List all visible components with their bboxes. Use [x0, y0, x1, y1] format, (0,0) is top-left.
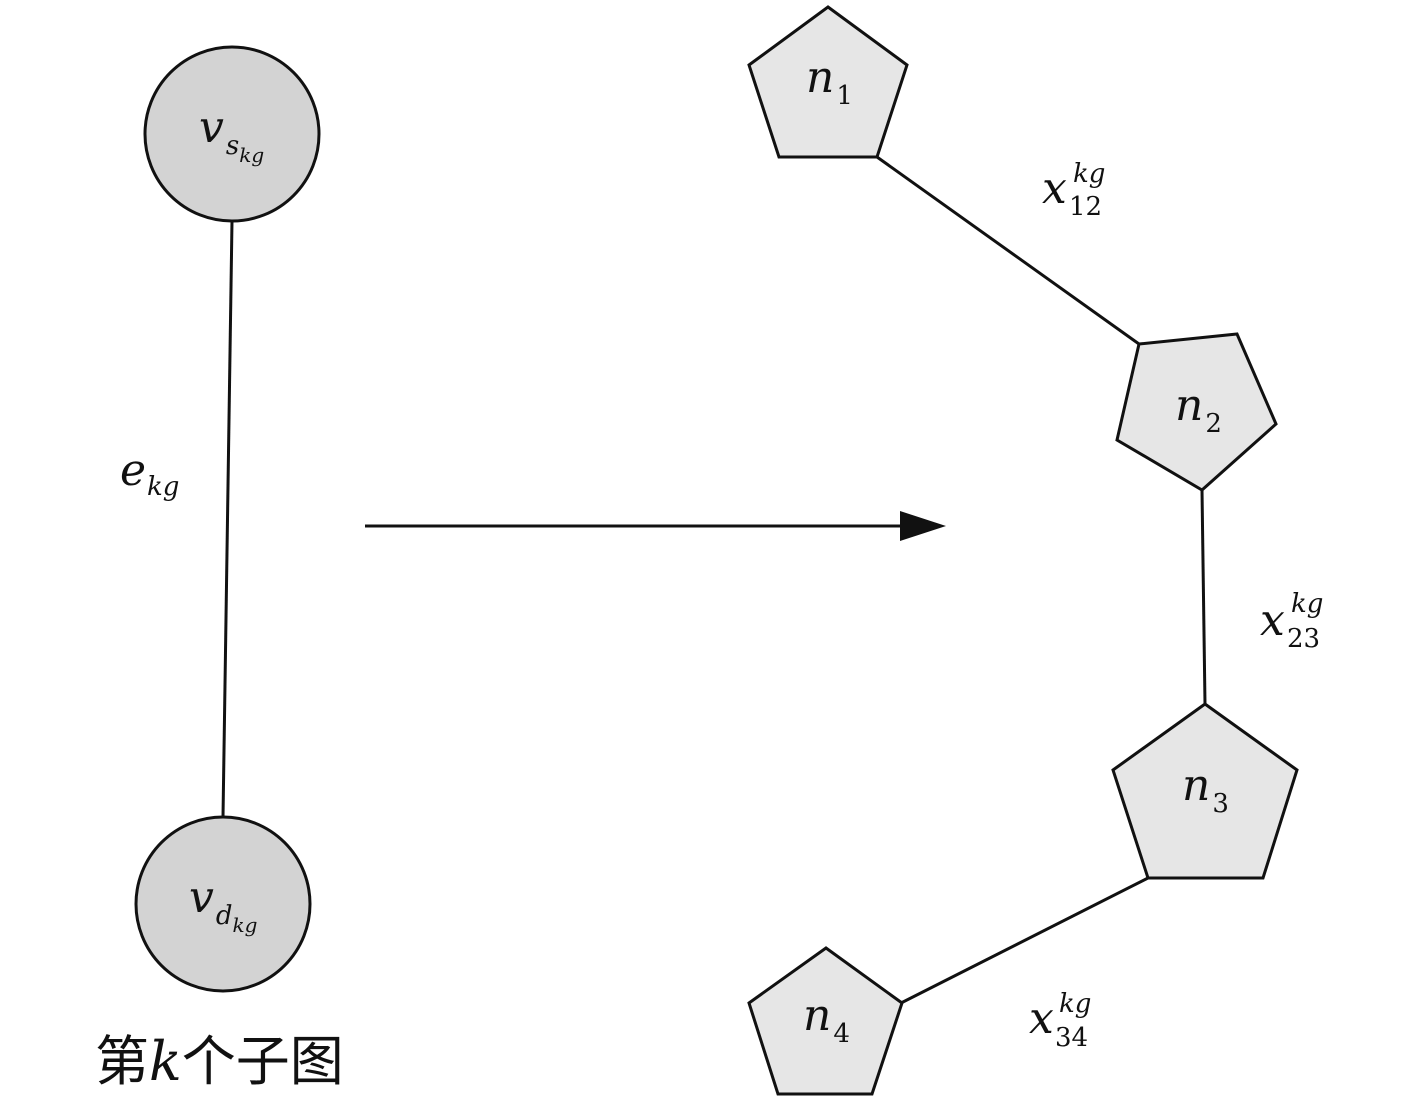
svg-text:12: 12 — [1069, 192, 1102, 222]
edge-label-x23: x kg 23 — [1260, 589, 1323, 654]
source-vertex-circle — [143, 45, 321, 223]
edge-n3-n4 — [900, 876, 1149, 1005]
svg-text:34: 34 — [1055, 1023, 1088, 1053]
svg-text:kg: kg — [1073, 159, 1105, 189]
svg-text:kg: kg — [1291, 589, 1323, 619]
source-vertex-label: vskg — [199, 102, 264, 167]
node-n2-pentagon — [1115, 332, 1278, 492]
dest-vertex-circle — [134, 815, 312, 993]
edge-label-x12: x kg 12 — [1042, 159, 1105, 222]
arrow-head — [900, 511, 946, 541]
node-n4-pentagon — [747, 946, 904, 1096]
svg-text:23: 23 — [1287, 624, 1320, 654]
node-n1-pentagon — [747, 5, 909, 159]
svg-text:x: x — [1260, 595, 1285, 646]
svg-text:x: x — [1029, 993, 1054, 1044]
node-n3-label: n3 — [1182, 760, 1229, 819]
dest-vertex-label: vdkg — [189, 872, 257, 937]
node-n3-pentagon — [1111, 702, 1299, 880]
edge-label-x34: x kg 34 — [1029, 989, 1091, 1053]
edge-n1-n2 — [876, 155, 1140, 346]
subgraph-caption: 第k个子图 — [95, 1030, 344, 1093]
node-n2-label: n2 — [1175, 380, 1222, 439]
edge-n2-n3 — [1200, 489, 1207, 705]
node-n1-label: n1 — [806, 52, 853, 111]
svg-text:kg: kg — [1059, 989, 1091, 1019]
node-n4-label: n4 — [803, 990, 850, 1049]
svg-text:x: x — [1042, 163, 1067, 214]
edge-e-kg-label: ekg — [120, 445, 179, 502]
edge-e-kg-line — [221, 220, 234, 818]
